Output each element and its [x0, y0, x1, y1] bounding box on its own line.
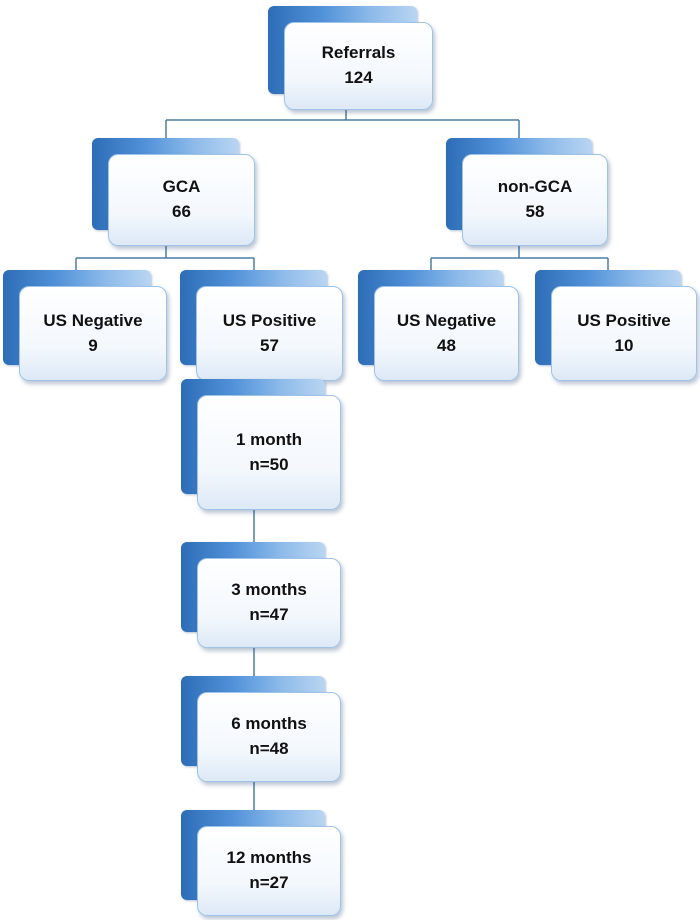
- node-non-gca-us-negative: US Negative 48: [358, 270, 519, 381]
- node-gca-us-positive-label: US Positive: [222, 310, 317, 330]
- node-1-month-label: 1 month: [235, 429, 303, 449]
- node-gca-us-negative-box: US Negative 9: [19, 286, 167, 381]
- node-gca: GCA 66: [92, 138, 255, 246]
- node-12-months: 12 months n=27: [181, 810, 341, 916]
- node-gca-us-negative: US Negative 9: [3, 270, 167, 381]
- node-referrals-label: Referrals: [321, 43, 396, 63]
- node-referrals: Referrals 124: [268, 6, 433, 110]
- node-non-gca-us-positive-box: US Positive 10: [551, 286, 697, 381]
- node-3-months-value: n=47: [249, 605, 289, 624]
- node-referrals-value: 124: [344, 68, 373, 87]
- node-non-gca-us-positive-value: 10: [614, 335, 634, 355]
- node-3-months-label: 3 months: [231, 580, 307, 600]
- node-non-gca-us-negative-label: US Negative: [396, 310, 497, 330]
- node-non-gca-us-negative-value: 48: [437, 335, 456, 355]
- node-gca-us-positive: US Positive 57: [180, 270, 343, 381]
- node-1-month-value: n=50: [249, 454, 289, 474]
- node-gca-us-negative-value: 9: [88, 335, 98, 355]
- node-1-month-box: 1 month n=50: [197, 395, 341, 510]
- node-12-months-box: 12 months n=27: [197, 826, 341, 916]
- node-non-gca-us-positive: US Positive 10: [535, 270, 697, 381]
- node-non-gca-us-positive-label: US Positive: [577, 310, 671, 330]
- node-non-gca-box: non-GCA 58: [462, 154, 608, 246]
- node-1-month: 1 month n=50: [181, 379, 341, 510]
- node-6-months: 6 months n=48: [181, 676, 341, 782]
- node-gca-label: GCA: [162, 177, 201, 197]
- node-gca-us-positive-value: 57: [260, 335, 279, 355]
- node-6-months-label: 6 months: [231, 714, 307, 734]
- node-non-gca: non-GCA 58: [446, 138, 608, 246]
- node-non-gca-value: 58: [525, 202, 545, 221]
- node-6-months-box: 6 months n=48: [197, 692, 341, 782]
- node-12-months-label: 12 months: [226, 848, 312, 868]
- node-3-months-box: 3 months n=47: [197, 558, 341, 648]
- node-gca-box: GCA 66: [108, 154, 255, 246]
- node-gca-us-positive-box: US Positive 57: [196, 286, 343, 381]
- node-gca-us-negative-label: US Negative: [43, 310, 143, 330]
- node-6-months-value: n=48: [249, 739, 289, 758]
- node-referrals-box: Referrals 124: [284, 22, 433, 110]
- node-3-months: 3 months n=47: [181, 542, 341, 648]
- node-non-gca-us-negative-box: US Negative 48: [374, 286, 519, 381]
- node-gca-value: 66: [172, 202, 191, 221]
- node-12-months-value: n=27: [249, 873, 289, 892]
- node-non-gca-label: non-GCA: [497, 177, 573, 197]
